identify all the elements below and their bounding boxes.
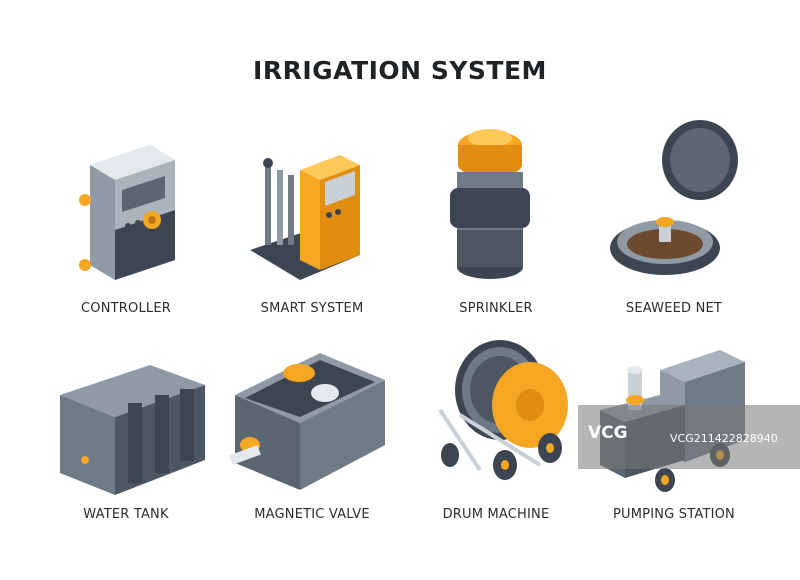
label-magnetic-valve: MAGNETIC VALVE [254, 507, 370, 522]
label-seaweed-net: SEAWEED NET [625, 301, 723, 316]
water-tank-illustration [40, 305, 240, 505]
sprinkler-illustration [395, 110, 595, 310]
watermark-overlay: VCG VCG211422828940 [578, 405, 800, 469]
smart-system-illustration [210, 110, 410, 310]
label-drum-machine: DRUM MACHINE [442, 507, 550, 522]
controller-illustration [40, 110, 240, 310]
label-controller: CONTROLLER [81, 301, 171, 316]
seaweed-net-illustration [590, 110, 790, 310]
page-title: IRRIGATION SYSTEM [253, 56, 547, 85]
label-sprinkler: SPRINKLER [459, 301, 533, 316]
label-pumping-station: PUMPING STATION [613, 507, 735, 522]
label-water-tank: WATER TANK [83, 507, 169, 522]
watermark-logo: VCG [588, 423, 628, 443]
magnetic-valve-illustration [210, 305, 410, 505]
label-smart-system: SMART SYSTEM [260, 301, 364, 316]
watermark-id: VCG211422828940 [670, 432, 778, 445]
pumping-station-illustration [590, 300, 790, 500]
drum-machine-illustration [420, 300, 620, 500]
